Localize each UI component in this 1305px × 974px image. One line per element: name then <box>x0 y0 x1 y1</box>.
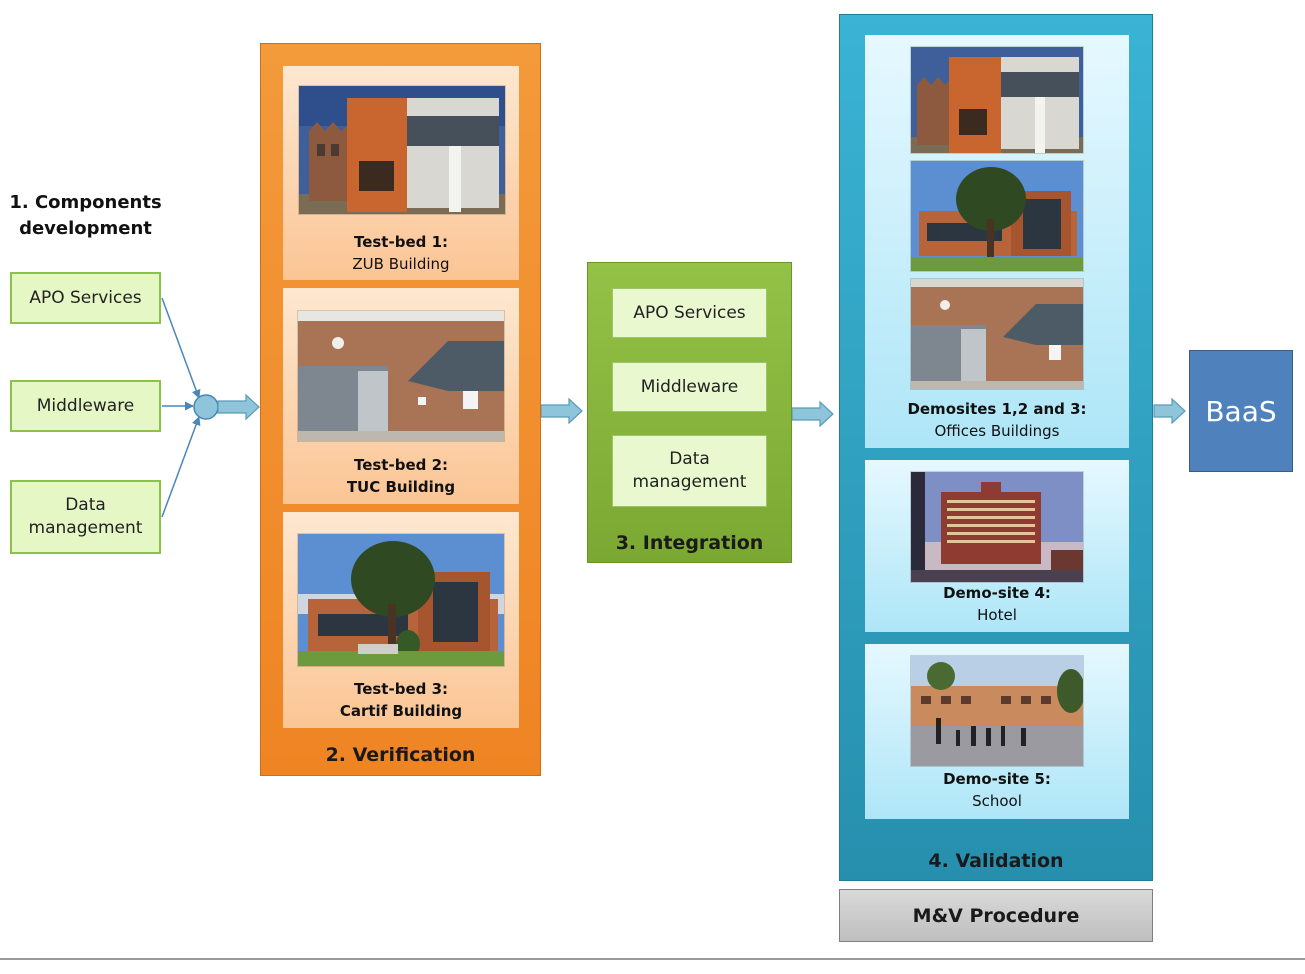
baas-box: BaaS <box>1189 350 1293 472</box>
integration-data-management: Data management <box>612 435 767 507</box>
component-data-management: Data management <box>10 480 161 554</box>
connector-data <box>161 416 201 518</box>
school-caption: Demo-site 5: School <box>943 770 1051 810</box>
cartif-building-photo <box>297 533 505 667</box>
validation-title: 4. Validation <box>928 850 1064 872</box>
merge-node <box>193 394 219 420</box>
offices-caption: Demosites 1,2 and 3: Offices Buildings <box>907 400 1087 440</box>
components-title-line1: 1. Components <box>9 192 162 213</box>
components-title-line2: development <box>19 218 152 239</box>
tuc-building-photo <box>297 310 505 442</box>
arrow-to-baas <box>1153 397 1186 425</box>
testbed-card-3: Test-bed 3: Cartif Building <box>283 512 519 728</box>
school-photo <box>910 655 1084 767</box>
components-title: 1. Components development <box>8 190 163 242</box>
testbed-card-1: Test-bed 1: ZUB Building <box>283 66 519 280</box>
demosite-card-offices: Demosites 1,2 and 3: Offices Buildings <box>865 35 1129 448</box>
demosite-card-school: Demo-site 5: School <box>865 644 1129 819</box>
offices-photo-2 <box>910 160 1084 272</box>
arrow-to-integration <box>540 397 583 425</box>
offices-photo-3 <box>910 278 1084 390</box>
testbed-card-2: Test-bed 2: TUC Building <box>283 288 519 504</box>
offices-photo-1 <box>910 46 1084 154</box>
hotel-caption: Demo-site 4: Hotel <box>943 584 1051 624</box>
hotel-photo <box>910 471 1084 583</box>
mv-procedure-box: M&V Procedure <box>839 889 1153 942</box>
verification-title: 2. Verification <box>325 744 476 766</box>
verification-panel: Test-bed 1: ZUB Building Test-bed 2: TUC… <box>260 43 541 776</box>
integration-title: 3. Integration <box>615 532 764 554</box>
testbed-3-caption: Test-bed 3: Cartif Building <box>339 680 463 720</box>
arrow-to-validation <box>791 400 834 428</box>
demosite-card-hotel: Demo-site 4: Hotel <box>865 460 1129 632</box>
testbed-1-caption: Test-bed 1: ZUB Building <box>352 233 450 273</box>
arrow-to-verification <box>217 393 260 421</box>
validation-panel: Demosites 1,2 and 3: Offices Buildings D… <box>839 14 1153 881</box>
component-middleware: Middleware <box>10 380 161 432</box>
connector-apo <box>161 297 201 399</box>
integration-middleware: Middleware <box>612 362 767 412</box>
testbed-2-caption: Test-bed 2: TUC Building <box>346 456 456 496</box>
integration-apo-services: APO Services <box>612 288 767 338</box>
zub-building-photo <box>298 85 506 215</box>
component-apo-services: APO Services <box>10 272 161 324</box>
integration-panel: APO Services Middleware Data management … <box>587 262 792 563</box>
